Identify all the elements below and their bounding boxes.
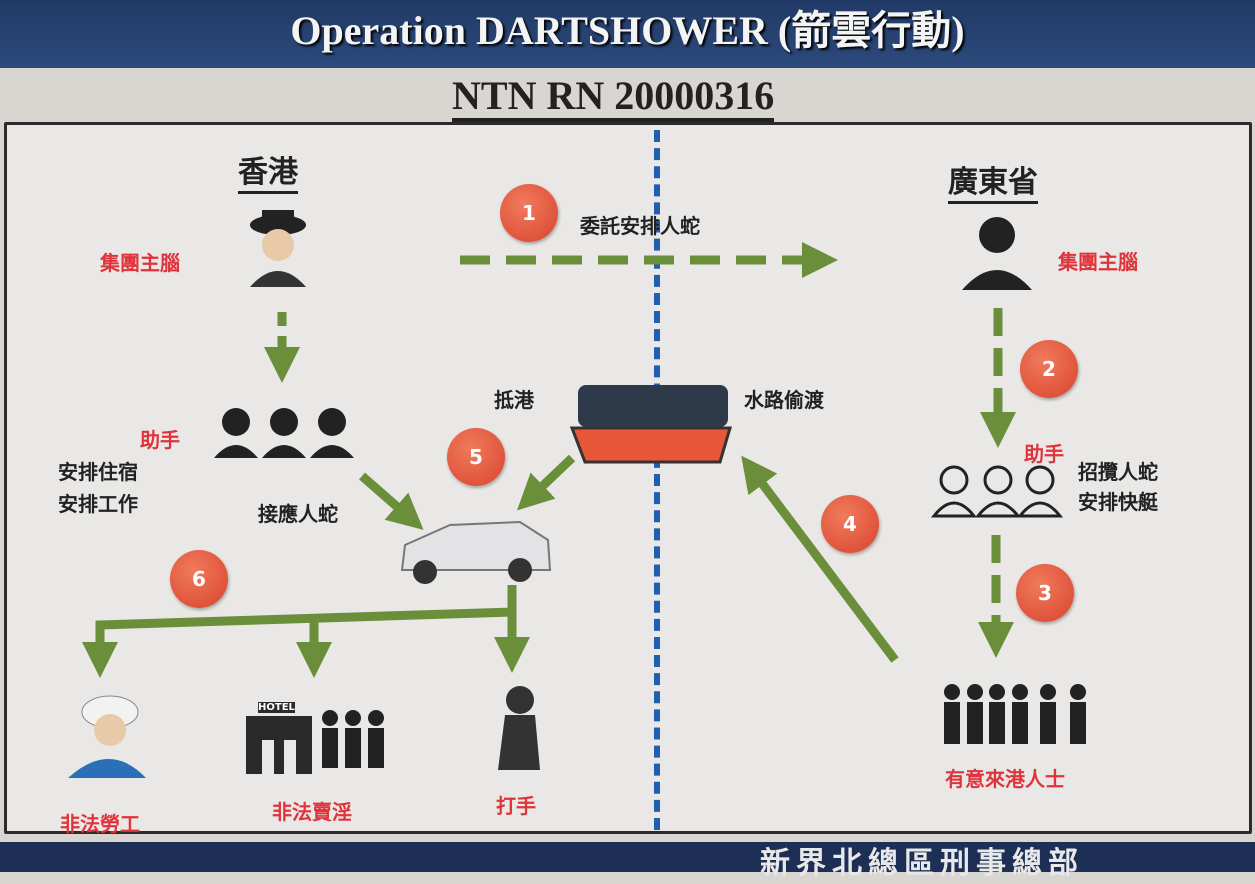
hk-boss-icon [250,210,306,287]
step-badge-2: 2 [1020,340,1078,398]
arrow-step6 [82,585,517,678]
thug-label: 打手 [496,794,536,818]
gd-boss-icon [962,217,1032,290]
gd-helpers-icon [930,465,1064,518]
step-badge-5: 5 [447,428,505,486]
header-bar [0,0,1255,68]
car-icon [400,520,552,584]
gd-helper-task: 安排快艇 [1078,490,1158,514]
arrive-label: 抵港 [494,388,534,412]
hk-helpers-icon [214,408,354,458]
region-hong-kong: 香港 [238,155,298,194]
migrants-label: 有意來港人士 [945,767,1065,791]
smuggle-label: 水路偷渡 [744,388,824,412]
step-badge-4: 4 [821,495,879,553]
gd-helper-task: 招攬人蛇 [1078,460,1158,484]
hk-helper-task: 安排住宿 [58,460,138,484]
gd-helper-label: 助手 [1024,442,1064,466]
step-badge-3: 3 [1016,564,1074,622]
illegal-labour-label: 非法勞工 [60,812,140,836]
arrow-receive [359,472,424,530]
region-guangdong: 廣東省 [948,165,1038,204]
border-divider [654,130,660,830]
page-title: Operation DARTSHOWER (箭雲行動) [290,8,965,53]
step-badge-1: 1 [500,184,558,242]
step-badge-6: 6 [170,550,228,608]
hk-helper-task: 安排工作 [58,492,138,516]
footer-text: 新界北總區刑事總部 [760,846,1084,881]
labourer-icon [68,695,146,778]
hotel-sign: HOTEL [258,702,295,713]
thug-icon [498,686,540,770]
footer-bar [0,842,1255,872]
boat-icon [569,385,733,464]
hk-boss-label: 集團主腦 [100,251,180,275]
hk-helper-label: 助手 [140,428,180,452]
step1-label: 委託安排人蛇 [580,214,700,238]
migrants-icon [944,684,1086,744]
reference-number: NTN RN 20000316 [452,74,775,122]
prostitution-label: 非法賣淫 [272,800,352,824]
arrow-step4 [741,455,899,663]
women-icon [322,710,384,768]
receive-label: 接應人蛇 [258,502,338,526]
gd-boss-label: 集團主腦 [1058,250,1138,274]
arrow-step5 [516,454,576,511]
hotel-icon [246,716,312,774]
